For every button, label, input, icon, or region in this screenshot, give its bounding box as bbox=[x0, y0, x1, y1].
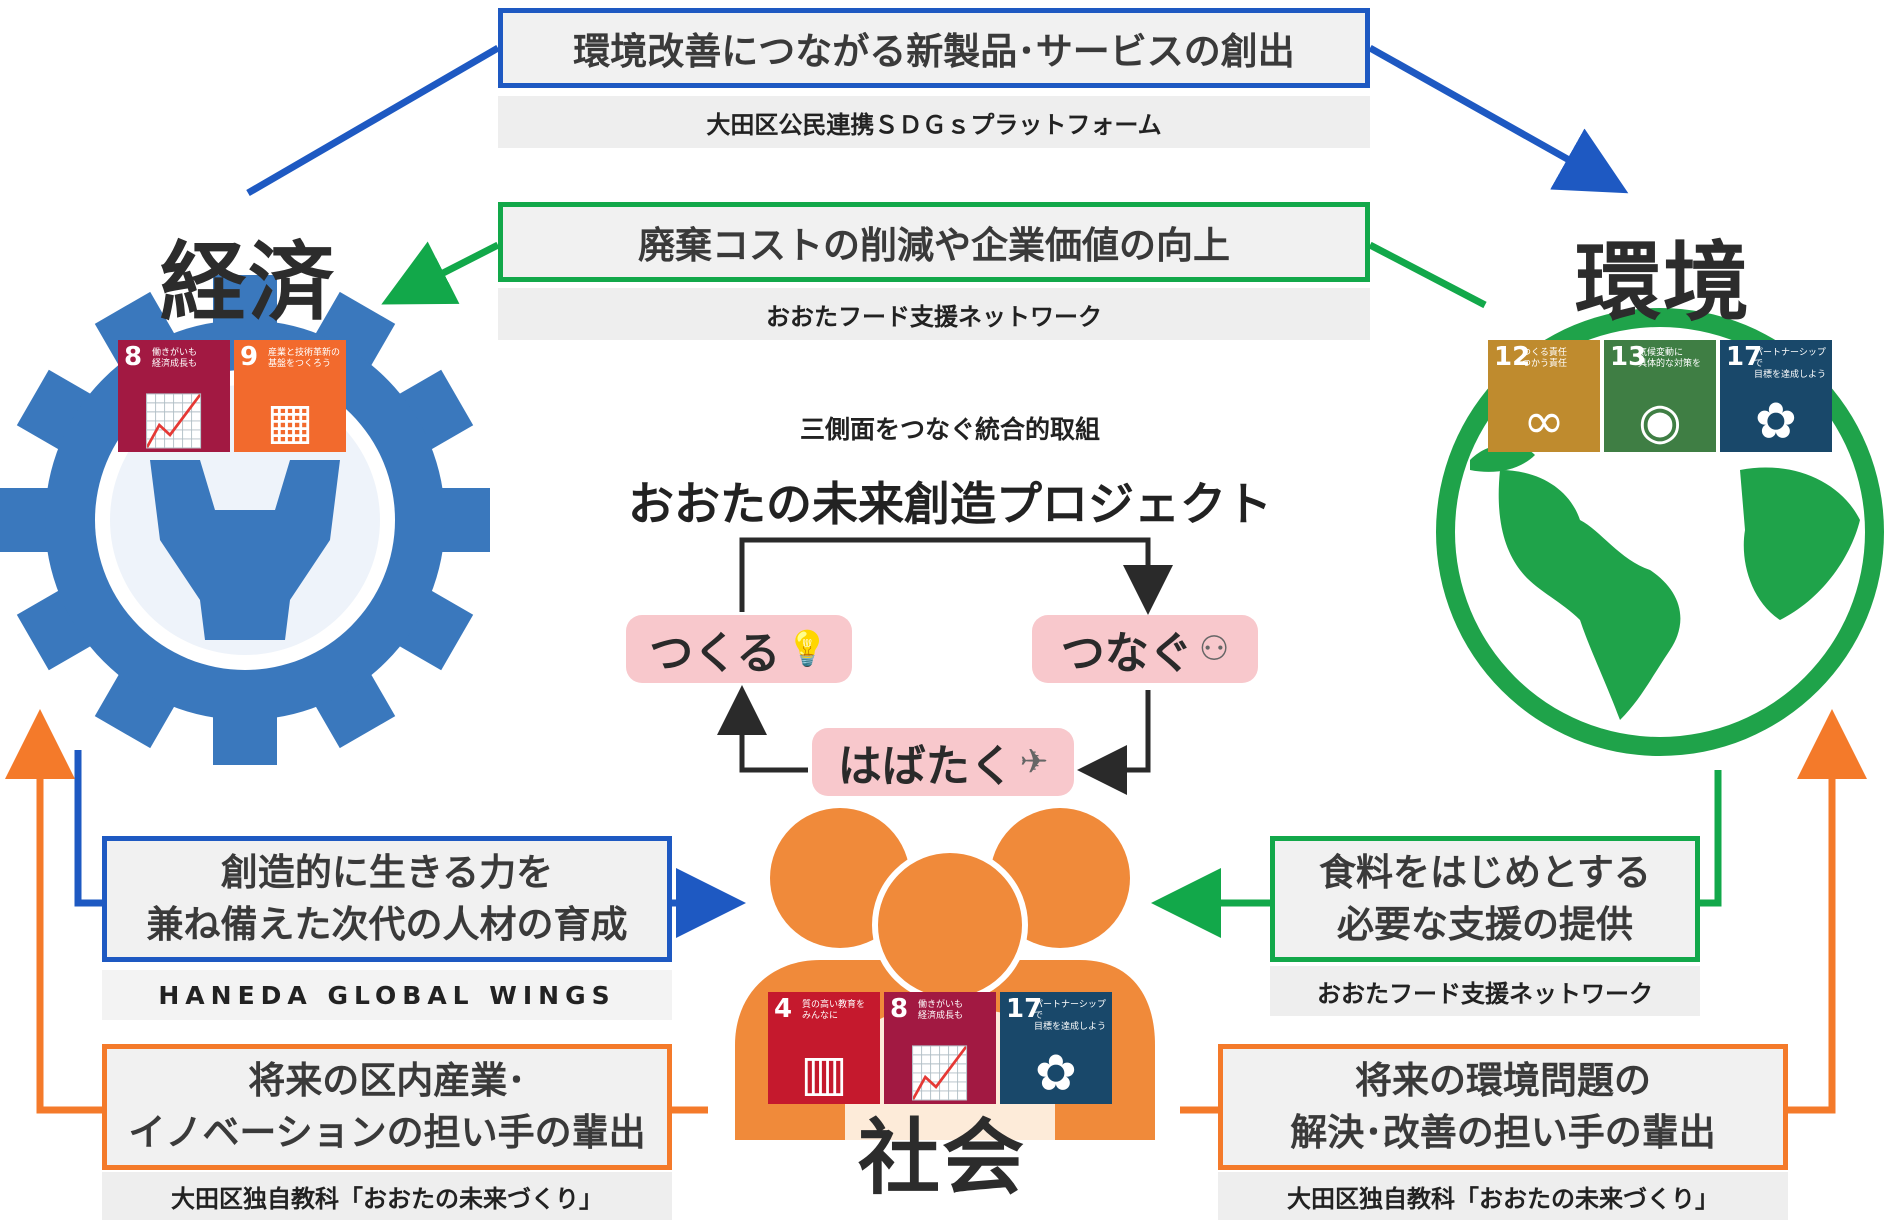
arrow-earth-down bbox=[1700, 770, 1722, 907]
eye-globe-icon: ◉ bbox=[1638, 392, 1682, 450]
left-orange-source: 大田区独自教科「おおたの未来づくり」 bbox=[102, 1172, 672, 1220]
economy-sdg-icons: 8 働きがいも 経済成長も 📈 9 産業と技術革新の 基盤をつくろう ▦ bbox=[118, 340, 346, 452]
mid-goal-box: 廃棄コストの削減や企業価値の向上 bbox=[498, 202, 1370, 282]
flower-icon: ✿ bbox=[1035, 1044, 1077, 1102]
project-subtitle: 三側面をつなぐ統合的取組 bbox=[799, 415, 1100, 444]
top-goal-source: 大田区公民連携ＳＤＧｓプラットフォーム bbox=[498, 96, 1370, 148]
economy-label: 経済 bbox=[160, 233, 336, 333]
pill-tsukuru: つくる 💡 bbox=[626, 615, 852, 683]
sdg-title: 働きがいも 経済成長も bbox=[152, 348, 198, 369]
infinity-icon: ∞ bbox=[1523, 392, 1565, 450]
pill-tsunagu-label: つなぐ bbox=[1060, 628, 1193, 679]
right-green-box: 食料をはじめとする 必要な支援の提供 bbox=[1270, 836, 1700, 962]
right-orange-line-1: 将来の環境問題の bbox=[1355, 1059, 1651, 1103]
project-title: おおたの未来創造プロジェクト bbox=[628, 477, 1272, 531]
cycle-arrow-right bbox=[1077, 690, 1151, 795]
left-blue-line-2: 兼ね備えた次代の人材の育成 bbox=[146, 903, 628, 946]
top-goal-text: 環境改善につながる新製品･サービスの創出 bbox=[573, 30, 1295, 73]
mid-goal-text: 廃棄コストの削減や企業価値の向上 bbox=[638, 224, 1230, 267]
right-green-line-1: 食料をはじめとする bbox=[1319, 851, 1651, 895]
sdg-number: 8 bbox=[124, 342, 143, 372]
right-green-line-2: 必要な支援の提供 bbox=[1337, 903, 1633, 946]
mid-goal-source: おおたフード支援ネットワーク bbox=[498, 288, 1370, 340]
sdg-goal-9: 9 産業と技術革新の 基盤をつくろう ▦ bbox=[234, 340, 346, 452]
left-orange-line-1: 将来の区内産業･ bbox=[248, 1059, 526, 1103]
airplane-icon: ✈ bbox=[1019, 742, 1049, 782]
sdg-number: 8 bbox=[890, 994, 909, 1024]
arrow-gear-down bbox=[74, 750, 102, 907]
arrow-mid-left bbox=[381, 241, 500, 305]
pill-tsukuru-label: つくる bbox=[649, 628, 781, 679]
right-orange-line-2: 解決･改善の担い手の輩出 bbox=[1290, 1111, 1716, 1154]
sdg-number: 12 bbox=[1494, 342, 1531, 372]
sdg-title: 気候変動に 具体的な対策を bbox=[1638, 348, 1702, 369]
sdg-title: つくる責任 つかう責任 bbox=[1522, 348, 1568, 369]
cubes-icon: ▦ bbox=[266, 392, 314, 450]
left-blue-source: HANEDA GLOBAL WINGS bbox=[102, 970, 672, 1020]
cycle-arrow-top bbox=[739, 537, 1173, 615]
book-icon: ▥ bbox=[800, 1044, 848, 1102]
left-blue-line-1: 創造的に生きる力を bbox=[220, 851, 554, 895]
chart-icon: 📈 bbox=[908, 1044, 972, 1102]
arrow-top-right bbox=[1368, 44, 1629, 194]
right-orange-source: 大田区独自教科「おおたの未来づくり」 bbox=[1218, 1172, 1788, 1220]
sdg-title: 働きがいも 経済成長も bbox=[918, 1000, 964, 1021]
sdg-number: 9 bbox=[240, 342, 259, 372]
sdg-goal-8: 8 働きがいも 経済成長も 📈 bbox=[884, 992, 996, 1104]
sdg-title: 質の高い教育を みんなに bbox=[802, 1000, 866, 1021]
person-bulb-icon: 💡 bbox=[786, 629, 829, 669]
sdg-number: 17 bbox=[1006, 994, 1043, 1024]
chart-icon: 📈 bbox=[142, 392, 206, 450]
sdg-title: 産業と技術革新の 基盤をつくろう bbox=[268, 348, 341, 369]
top-goal-box: 環境改善につながる新製品･サービスの創出 bbox=[498, 8, 1370, 88]
cycle-arrow-left bbox=[717, 685, 808, 773]
sdg-number: 17 bbox=[1726, 342, 1763, 372]
arrow-mid-right bbox=[1368, 241, 1487, 309]
flower-icon: ✿ bbox=[1755, 392, 1797, 450]
pill-habataku-label: はばたく bbox=[837, 741, 1014, 792]
right-green-source: おおたフード支援ネットワーク bbox=[1270, 966, 1700, 1016]
network-people-icon: ⚇ bbox=[1198, 629, 1230, 669]
arrow-top-left bbox=[246, 44, 500, 197]
sdg-number: 4 bbox=[774, 994, 793, 1024]
pill-tsunagu: つなぐ ⚇ bbox=[1032, 615, 1258, 683]
sdg-title: パートナーシップで 目標を達成しよう bbox=[1754, 348, 1827, 380]
environment-label: 環境 bbox=[1575, 233, 1751, 333]
right-orange-box: 将来の環境問題の 解決･改善の担い手の輩出 bbox=[1218, 1044, 1788, 1170]
sdg-goal-4: 4 質の高い教育を みんなに ▥ bbox=[768, 992, 880, 1104]
sdg-title: パートナーシップで 目標を達成しよう bbox=[1034, 1000, 1107, 1032]
left-orange-line-2: イノベーションの担い手の輩出 bbox=[128, 1111, 646, 1154]
sdg-number: 13 bbox=[1610, 342, 1647, 372]
pill-habataku: はばたく ✈ bbox=[812, 728, 1074, 796]
sdg-goal-8: 8 働きがいも 経済成長も 📈 bbox=[118, 340, 230, 452]
society-label: 社会 bbox=[858, 1111, 1027, 1206]
left-blue-box: 創造的に生きる力を 兼ね備えた次代の人材の育成 bbox=[102, 836, 672, 962]
left-orange-box: 将来の区内産業･ イノベーションの担い手の輩出 bbox=[102, 1044, 672, 1170]
